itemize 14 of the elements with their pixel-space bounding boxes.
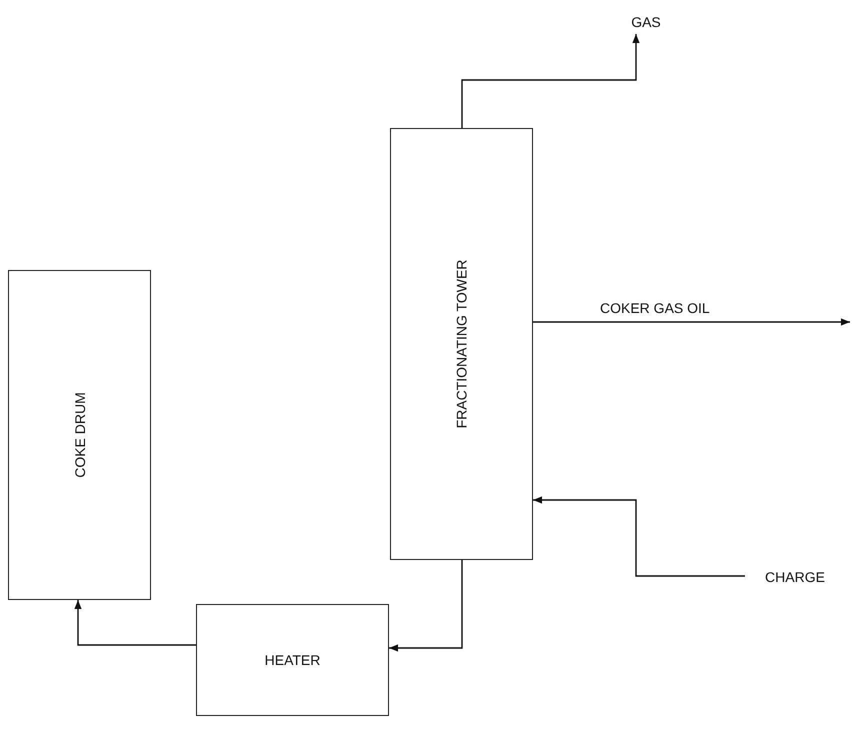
stream-label: GAS: [631, 14, 661, 30]
equipment-label: HEATER: [264, 652, 320, 668]
fractionating-tower-vessel: [390, 128, 533, 560]
coke-drum-vessel: [8, 270, 151, 600]
flow-arrow: [461, 34, 640, 128]
flow-arrow: [389, 560, 463, 652]
stream-label: CHARGE: [765, 569, 825, 585]
flow-arrow: [533, 318, 850, 326]
equipment-label: COKE DRUM: [72, 392, 88, 478]
flow-arrow: [74, 600, 196, 646]
equipment-label: FRACTIONATING TOWER: [454, 260, 470, 428]
heater-box: [196, 604, 389, 716]
edge-label: COKER GAS OIL: [598, 300, 712, 316]
flow-arrow: [533, 496, 745, 577]
